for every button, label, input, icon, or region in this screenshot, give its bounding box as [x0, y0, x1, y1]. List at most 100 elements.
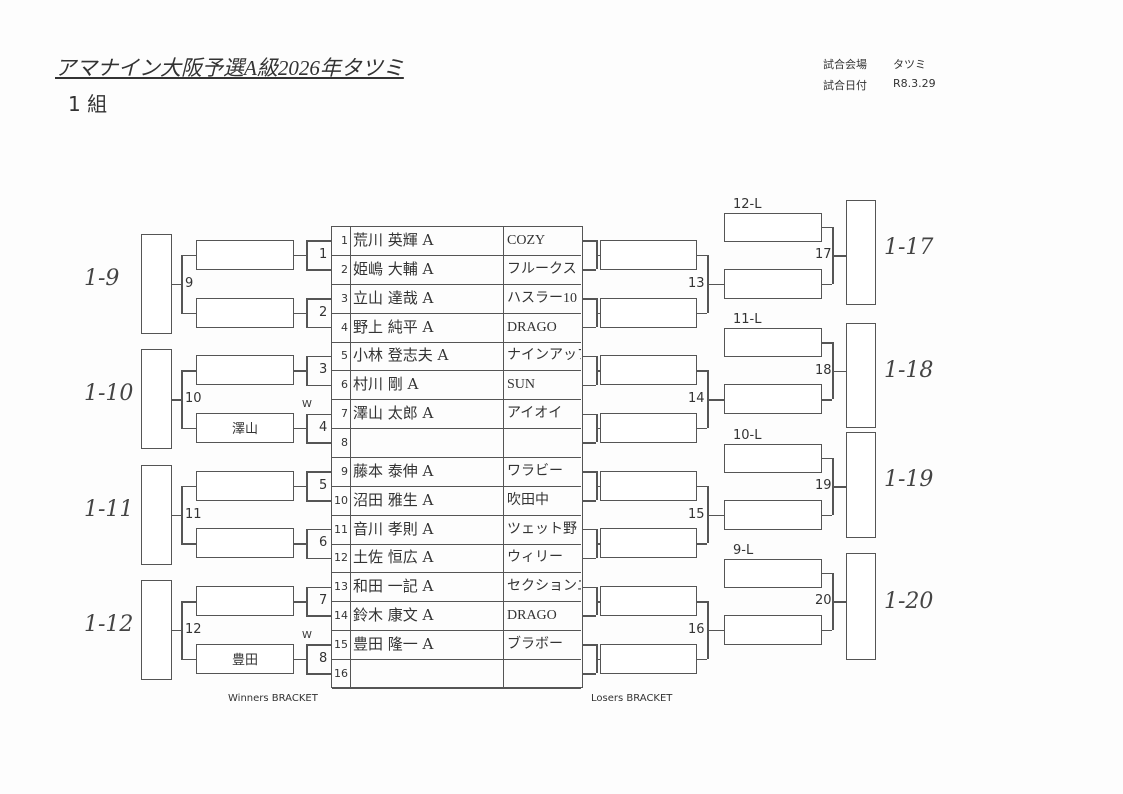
seed-number: 5: [332, 342, 351, 371]
match-number: 11: [185, 506, 202, 522]
bracket-line: [583, 557, 596, 560]
player-name: 小林 登志夫 A: [351, 342, 504, 371]
player-name: 土佐 恒広 A: [351, 544, 504, 573]
bracket-line: [306, 240, 308, 270]
player-name: [351, 428, 504, 457]
bracket-line: [306, 586, 308, 616]
player-name: 野上 純平 A: [351, 313, 504, 342]
bracket-line: [293, 427, 306, 430]
match-number: 19: [815, 478, 832, 493]
bracket-line: [583, 413, 596, 416]
player-row: 8: [332, 428, 581, 458]
losers-match-box: [600, 470, 697, 501]
bracket-line: [306, 471, 331, 473]
losers-drop-box: [724, 558, 822, 588]
bracket-line: [306, 298, 331, 300]
bracket-line: [596, 644, 598, 674]
bracket-line: [306, 644, 331, 646]
bracket-line: [181, 370, 183, 428]
bracket-line: [822, 226, 832, 229]
handwritten-result: 1-11: [84, 496, 134, 522]
team-name: ハスラー10: [507, 290, 577, 306]
bracket-line: [822, 283, 832, 286]
seed-number: 9: [332, 457, 351, 486]
winners-match-box: [196, 355, 294, 386]
bracket-line: [306, 355, 331, 358]
losers-match-box: [600, 643, 697, 674]
bracket-line: [306, 269, 331, 271]
bracket-line: [596, 601, 600, 603]
losers-match-box: [600, 528, 697, 559]
bracket-line: [181, 601, 183, 659]
bracket-line: [306, 413, 331, 416]
losers-result-box: [846, 553, 876, 660]
date-value: R8.3.29: [893, 77, 936, 90]
winners-match-box: [196, 586, 294, 617]
bracket-line: [832, 370, 846, 373]
bracket-line: [596, 485, 600, 488]
player-name: 姫嶋 大輔 A: [351, 255, 504, 284]
bracket-line: [707, 399, 724, 401]
team-name: DRAGO: [507, 608, 557, 624]
match-number: 4: [319, 419, 328, 435]
team-name: ナインアップ°: [507, 348, 581, 364]
group-label: 1 組: [68, 92, 108, 116]
bracket-line: [306, 442, 331, 444]
player-name: 和田 一記 A: [351, 573, 504, 602]
player-row: 16: [332, 659, 581, 689]
losers-match-box: [600, 355, 697, 386]
seed-number: 11: [332, 515, 351, 544]
match-number: 3: [319, 362, 328, 378]
bracket-line: [181, 601, 196, 603]
bracket-line: [181, 312, 196, 315]
seed-number: 1: [332, 227, 351, 255]
bracket-line: [596, 312, 600, 315]
losers-result-box: [846, 323, 876, 428]
drop-label: 12-L: [733, 196, 762, 212]
bracket-line: [583, 298, 596, 300]
match-number: 15: [688, 506, 705, 522]
match-number: 7: [319, 593, 328, 609]
bracket-line: [583, 471, 596, 473]
player-name: 藤本 泰伸 A: [351, 457, 504, 486]
losers-match-box: [600, 297, 697, 328]
bracket-line: [697, 601, 707, 603]
seed-number: 15: [332, 630, 351, 659]
losers-match-box: [724, 614, 822, 645]
bracket-line: [171, 399, 181, 401]
losers-drop-box: [724, 443, 822, 473]
handwritten-result: 1-17: [884, 234, 934, 260]
losers-match-box: [724, 384, 822, 415]
bracket-line: [596, 543, 600, 545]
bracket-line: [697, 312, 707, 315]
team-name: 吹田中: [507, 492, 549, 508]
winners-result-box: [141, 349, 172, 450]
bracket-line: [583, 355, 596, 358]
bracket-line: [697, 543, 707, 545]
winners-result-box: [141, 579, 172, 680]
bracket-line: [707, 485, 709, 544]
bracket-line: [596, 254, 600, 257]
player-name: 音川 孝則 A: [351, 515, 504, 544]
team-name: ワラビー: [507, 463, 563, 479]
seed-number: 10: [332, 486, 351, 515]
bracket-line: [697, 427, 707, 430]
seed-number: 16: [332, 659, 351, 688]
bracket-line: [306, 673, 331, 675]
match-number: 17: [815, 247, 832, 263]
drop-label: 9-L: [733, 542, 754, 558]
player-name: 立山 達哉 A: [351, 284, 504, 313]
bracket-line: [306, 528, 331, 531]
venue-label: 試合会場: [823, 58, 867, 71]
bracket-line: [306, 240, 331, 242]
handwritten-result: 1-9: [84, 265, 120, 291]
team-name: セクションエ: [507, 579, 581, 595]
match-number: 5: [319, 477, 328, 493]
bracket-line: [293, 370, 306, 372]
bracket-line: [293, 485, 306, 488]
losers-match-box: [600, 239, 697, 270]
